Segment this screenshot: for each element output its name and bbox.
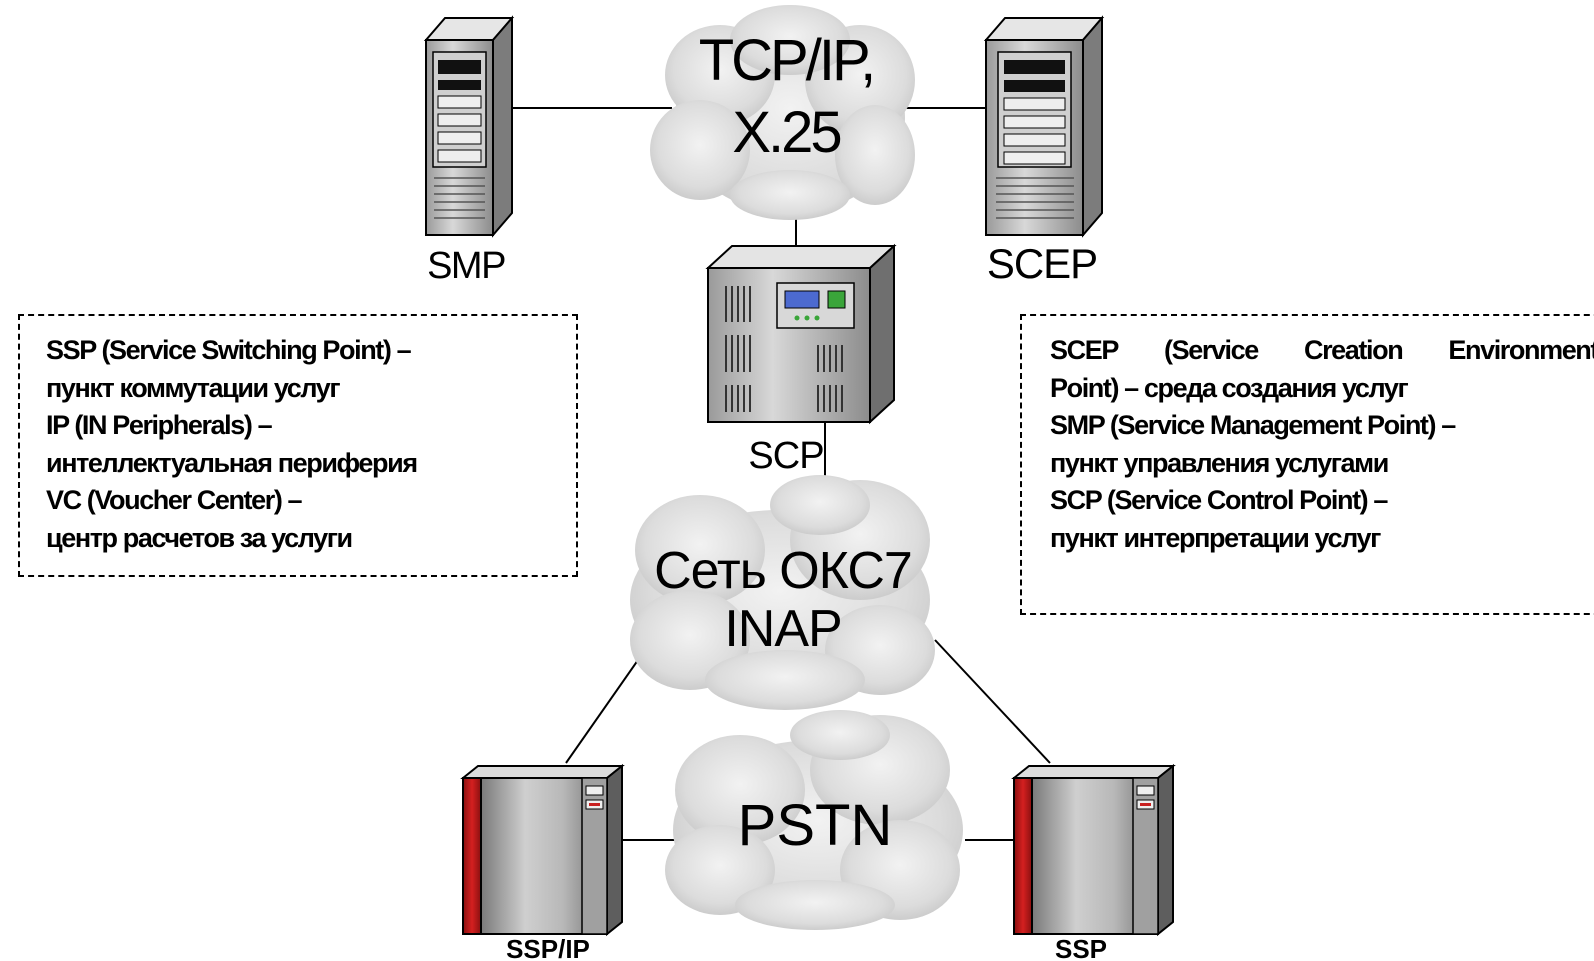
legend-left-line: интеллектуальная периферия xyxy=(46,447,418,478)
legend-left-line: SSP (Service Switching Point) – xyxy=(46,335,412,365)
legend-right-word: Environment xyxy=(1448,335,1594,365)
server-scp: SCP xyxy=(705,243,897,477)
legend-right-word: SCEP xyxy=(1050,335,1119,365)
legend-right: SCEP (Service Creation Environment Point… xyxy=(1020,314,1594,615)
legend-right-word: (Service xyxy=(1164,335,1259,365)
server-smp: SMP xyxy=(423,15,515,287)
cloud-okc7: Сеть ОКС7 INAP xyxy=(630,475,935,710)
cloud-okc7-line-1: Сеть ОКС7 xyxy=(654,542,912,600)
cloud-okc7-line-2: INAP xyxy=(724,600,841,658)
connection-lines xyxy=(512,107,1051,841)
cloud-tcpip-line-2: X.25 xyxy=(732,100,840,165)
label-ssp-ip: SSP/IP xyxy=(506,934,590,961)
legend-right-line: пункт интерпретации услуг xyxy=(1050,522,1381,553)
cloud-pstn-label: PSTN xyxy=(738,793,893,858)
legend-right-line: Point) – среда создания услуг xyxy=(1050,372,1409,403)
legend-right-word: Creation xyxy=(1303,335,1404,365)
line-okc7-ssp-ip xyxy=(565,659,639,764)
label-scep: SCEP xyxy=(987,240,1097,287)
label-ssp: SSP xyxy=(1055,934,1107,961)
mainframe-ssp-ip: SSP/IP xyxy=(460,763,625,961)
legend-left-line: пункт коммутации услуг xyxy=(46,372,341,403)
legend-right-line: пункт управления услугами xyxy=(1050,447,1389,478)
legend-right-first-line: SCEP (Service Creation Environment xyxy=(1050,332,1594,370)
label-smp: SMP xyxy=(427,245,505,287)
server-scep: SCEP xyxy=(983,15,1105,287)
label-scp: SCP xyxy=(748,435,823,477)
cloud-pstn: PSTN xyxy=(665,710,963,930)
mainframe-ssp: SSP xyxy=(1011,763,1176,961)
legend-left-line: VC (Voucher Center) – xyxy=(46,485,303,515)
legend-left-line: IP (IN Peripherals) – xyxy=(46,410,273,440)
cloud-tcpip-line-1: TCP/IP, xyxy=(699,28,874,93)
legend-left-line: центр расчетов за услуги xyxy=(46,522,353,553)
legend-left: SSP (Service Switching Point) – пункт ко… xyxy=(18,314,578,577)
line-okc7-ssp xyxy=(934,639,1051,764)
cloud-tcpip: TCP/IP, X.25 xyxy=(650,5,915,220)
legend-right-line: SCP (Service Control Point) – xyxy=(1050,485,1388,515)
legend-right-line: SMP (Service Management Point) – xyxy=(1050,410,1456,440)
